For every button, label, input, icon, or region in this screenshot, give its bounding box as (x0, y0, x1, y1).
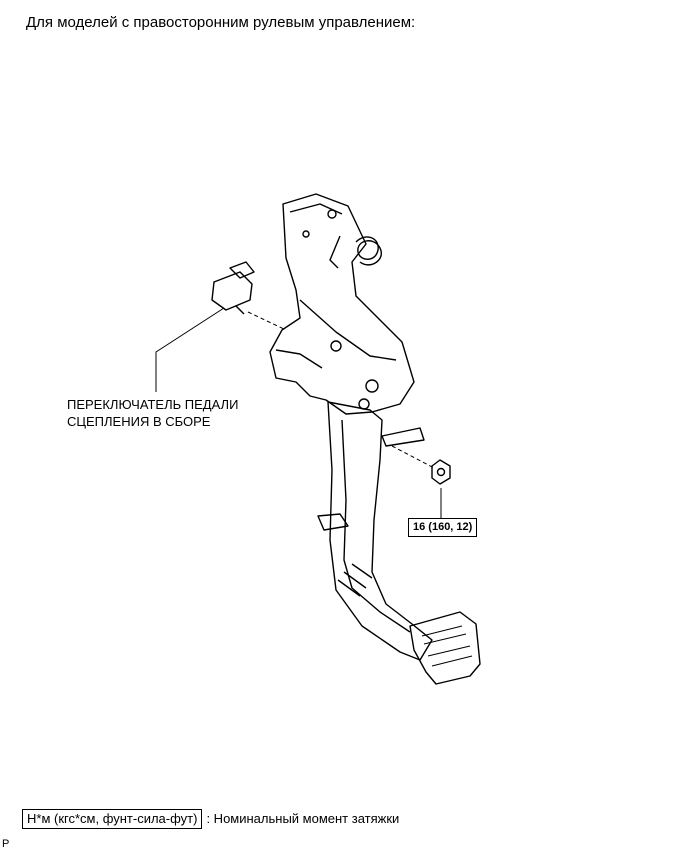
pedal-arm (327, 401, 433, 661)
page-heading: Для моделей с правосторонним рулевым упр… (26, 14, 416, 31)
clutch-switch-label-line2: СЦЕПЛЕНИЯ В СБОРЕ (67, 414, 211, 429)
corner-code: P (2, 838, 10, 850)
clutch-switch (211, 271, 253, 311)
return-spring (355, 236, 382, 266)
clutch-switch-label-line1: ПЕРЕКЛЮЧАТЕЛЬ ПЕДАЛИ (67, 397, 239, 412)
torque-spec-box: 16 (160, 12) (408, 518, 478, 537)
switch-leader-line (155, 307, 225, 392)
flange-nut (431, 459, 451, 485)
legend-units-box: Н*м (кгс*см, фунт-сила-фут) (22, 809, 203, 829)
pedal-pad (409, 611, 481, 685)
torque-legend: Н*м (кгс*см, фунт-сила-фут) : Номинальны… (22, 809, 399, 829)
pedal-bracket (269, 193, 415, 415)
legend-description: : Номинальный момент затяжки (206, 811, 400, 826)
clutch-switch-label: ПЕРЕКЛЮЧАТЕЛЬ ПЕДАЛИ СЦЕПЛЕНИЯ В СБОРЕ (67, 396, 238, 430)
